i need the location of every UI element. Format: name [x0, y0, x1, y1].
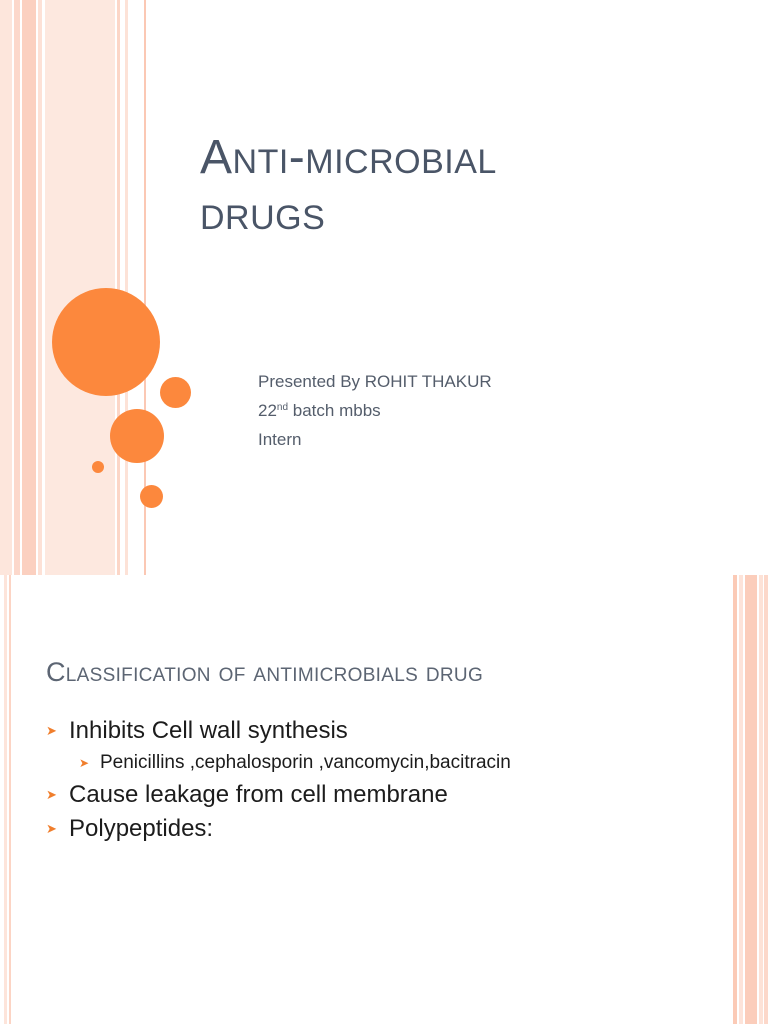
decor-stripe: [4, 575, 7, 1024]
decor-stripe: [22, 0, 36, 575]
bullet-text: Inhibits Cell wall synthesis: [69, 717, 348, 744]
batch-number: 22: [258, 401, 277, 420]
decor-stripe: [0, 0, 12, 575]
title-line: Anti-microbial: [200, 131, 497, 184]
bullet-text: Cause leakage from cell membrane: [69, 781, 448, 808]
decor-stripe: [739, 575, 743, 1024]
list-item: ➤ Cause leakage from cell membrane: [46, 778, 511, 812]
arrow-bullet-icon: ➤: [79, 756, 90, 770]
presenter-role: Intern: [258, 430, 302, 449]
list-item: ➤ Penicillins ,cephalosporin ,vancomycin…: [46, 748, 511, 778]
bullet-text: Penicillins ,cephalosporin ,vancomycin,b…: [100, 752, 511, 773]
decor-stripe: [117, 0, 120, 575]
arrow-bullet-icon: ➤: [46, 821, 57, 836]
decor-circle-small: [140, 485, 163, 508]
decor-stripe: [38, 0, 42, 575]
decor-stripe: [125, 0, 128, 575]
decor-stripe: [733, 575, 737, 1024]
bullet-list: ➤ Inhibits Cell wall synthesis ➤ Penicil…: [46, 714, 511, 846]
content-slide: Classification of antimicrobials drug ➤ …: [0, 575, 768, 1024]
decor-stripe: [14, 0, 20, 575]
batch-text: batch mbbs: [288, 401, 381, 420]
title-slide: Anti-microbial drugs Presented By ROHIT …: [0, 0, 720, 575]
decor-stripe: [144, 0, 146, 575]
slide-heading: Classification of antimicrobials drug: [46, 657, 484, 687]
list-item: ➤ Inhibits Cell wall synthesis: [46, 714, 511, 748]
arrow-bullet-icon: ➤: [46, 723, 57, 738]
decor-stripe: [764, 575, 768, 1024]
decor-circle-large: [52, 288, 160, 396]
decor-stripe: [759, 575, 763, 1024]
decor-circle-small: [160, 377, 191, 408]
presenter-name: Presented By ROHIT THAKUR: [258, 372, 492, 391]
bullet-text: Polypeptides:: [69, 815, 214, 842]
arrow-bullet-icon: ➤: [46, 787, 57, 802]
decor-circle-medium: [110, 409, 164, 463]
decor-circle-tiny: [92, 461, 104, 473]
list-item: ➤ Polypeptides:: [46, 812, 511, 846]
decor-stripe: [9, 575, 11, 1024]
presenter-info: Presented By ROHIT THAKUR 22nd batch mbb…: [258, 367, 492, 454]
title-line: drugs: [200, 187, 326, 240]
batch-info: 22nd batch mbbs: [258, 396, 492, 425]
slide-title: Anti-microbial drugs: [200, 130, 720, 242]
batch-suffix: nd: [276, 402, 289, 413]
decor-stripe: [45, 0, 115, 575]
decor-stripe: [745, 575, 757, 1024]
